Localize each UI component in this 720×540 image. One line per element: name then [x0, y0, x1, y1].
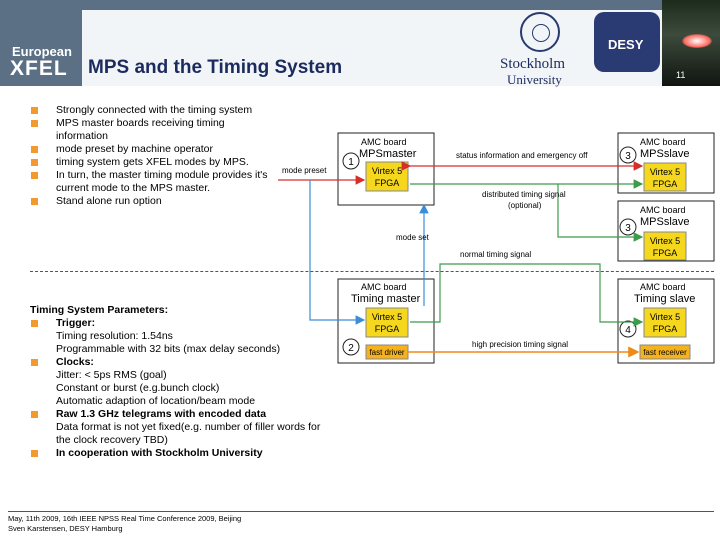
- step-2-number: 2: [348, 343, 354, 354]
- mode-preset-feed-arrow: [309, 180, 366, 325]
- fpga-label: FPGA: [375, 324, 400, 334]
- footer-divider: [8, 511, 714, 512]
- fpga-label: FPGA: [653, 248, 678, 258]
- xfel-logo: European XFEL: [0, 0, 82, 86]
- mps-slave-label: MPSslave: [640, 216, 690, 228]
- cooperation-label: In cooperation with Stockholm University: [30, 447, 370, 460]
- fast-receiver-label: fast receiver: [643, 348, 687, 357]
- fast-driver-label: fast driver: [369, 348, 404, 357]
- bullet-list: Strongly connected with the timing syste…: [30, 104, 330, 208]
- step-4-circle: [619, 320, 637, 338]
- normal-timing-label: normal timing signal: [460, 250, 531, 259]
- fpga-label: FPGA: [375, 178, 400, 188]
- bullet-item: In turn, the master timing module provid…: [30, 169, 286, 195]
- timing-master-label: Timing master: [351, 293, 421, 305]
- title-band: [82, 10, 662, 86]
- slide-title: MPS and the Timing System: [88, 57, 343, 78]
- params-title: Timing System Parameters:: [30, 304, 169, 316]
- step-4-number: 4: [625, 325, 631, 336]
- fpga-label: Virtex 5: [650, 312, 680, 322]
- trigger-detail: Timing resolution: 1.54ns: [56, 330, 173, 342]
- step-1-circle: [342, 152, 360, 170]
- bullet-item: Strongly connected with the timing syste…: [30, 104, 330, 117]
- mps-slave-fpga: [643, 231, 687, 261]
- mps-slave-label: MPSslave: [640, 148, 690, 160]
- timing-slave-amc-label: AMC board: [640, 282, 686, 292]
- fpga-label: FPGA: [653, 324, 678, 334]
- footer-conference: May, 11th 2009, 16th IEEE NPSS Real Time…: [8, 514, 242, 523]
- step-1-number: 1: [348, 157, 354, 168]
- slide-footer: May, 11th 2009, 16th IEEE NPSS Real Time…: [8, 514, 241, 534]
- timing-slave-fpga: [643, 307, 687, 338]
- timing-slave-label: Timing slave: [634, 293, 695, 305]
- bullet-item: timing system gets XFEL modes by MPS.: [30, 156, 330, 169]
- trigger-label: Trigger:: [30, 317, 370, 330]
- slide-number: 11: [676, 70, 686, 80]
- fpga-label: Virtex 5: [650, 167, 680, 177]
- university-name-line2: University: [507, 72, 562, 87]
- normal-timing-arrow: [410, 263, 644, 327]
- mode-set-label: mode set: [396, 233, 430, 242]
- desy-logo-text: DESY: [608, 37, 644, 52]
- distributed-timing-label: distributed timing signal: [482, 190, 566, 199]
- timing-master-fpga: [365, 307, 409, 338]
- logo-xfel-text: XFEL: [10, 57, 68, 80]
- timing-parameters: Timing System Parameters: Trigger: Timin…: [30, 304, 370, 460]
- fpga-label: FPGA: [653, 179, 678, 189]
- mps-slave-fpga: [643, 162, 687, 192]
- step-3-number: 3: [625, 223, 631, 234]
- clocks-detail: Constant or burst (e.g.bunch clock): [56, 382, 220, 394]
- step-3-number: 3: [625, 151, 631, 162]
- trigger-detail: Programmable with 32 bits (max delay sec…: [56, 343, 281, 355]
- raw-telegrams-detail: the clock recovery TBD): [56, 434, 168, 446]
- fpga-label: Virtex 5: [650, 236, 680, 246]
- mode-preset-label: mode preset: [282, 166, 327, 175]
- stockholm-seal-icon: [520, 12, 560, 52]
- light-glow: [682, 34, 712, 48]
- desy-logo: [594, 12, 660, 72]
- mps-slave-amc-label: AMC board: [640, 205, 686, 215]
- step-2-circle: [342, 338, 360, 356]
- slide-header: European XFEL MPS and the Timing System …: [0, 0, 720, 87]
- clocks-detail: Automatic adaption of location/beam mode: [56, 395, 256, 407]
- mps-slave-amc-label: AMC board: [640, 137, 686, 147]
- bullet-item: MPS master boards receiving timing infor…: [30, 117, 256, 143]
- accelerator-photo: [662, 0, 720, 86]
- status-info-label: status information and emergency off: [456, 151, 588, 160]
- high-precision-timing-label: high precision timing signal: [472, 340, 568, 349]
- raw-telegrams-detail: Data format is not yet fixed(e.g. number…: [56, 421, 321, 433]
- raw-telegrams-label: Raw 1.3 GHz telegrams with encoded data: [30, 408, 370, 421]
- bullet-item: Stand alone run option: [30, 195, 330, 208]
- mps-master-fpga: [365, 161, 409, 192]
- fpga-label: Virtex 5: [372, 312, 402, 322]
- fast-receiver-block: [639, 344, 691, 360]
- clocks-detail: Jitter: < 5ps RMS (goal): [56, 369, 167, 381]
- university-name-line1: Stockholm: [500, 56, 566, 72]
- mps-master-amc-label: AMC board: [361, 137, 407, 147]
- distributed-timing-arrow: [410, 183, 644, 242]
- clocks-label: Clocks:: [30, 356, 370, 369]
- step-3-circle: [619, 218, 637, 236]
- footer-author: Sven Karstensen, DESY Hamburg: [8, 524, 123, 533]
- logo-european-text: European: [12, 44, 72, 59]
- section-divider: [30, 271, 714, 272]
- fpga-label: Virtex 5: [372, 166, 402, 176]
- timing-master-amc-label: AMC board: [361, 282, 407, 292]
- distributed-timing-label: (optional): [508, 201, 542, 210]
- mps-master-label: MPSmaster: [359, 148, 417, 160]
- bullet-item: mode preset by machine operator: [30, 143, 330, 156]
